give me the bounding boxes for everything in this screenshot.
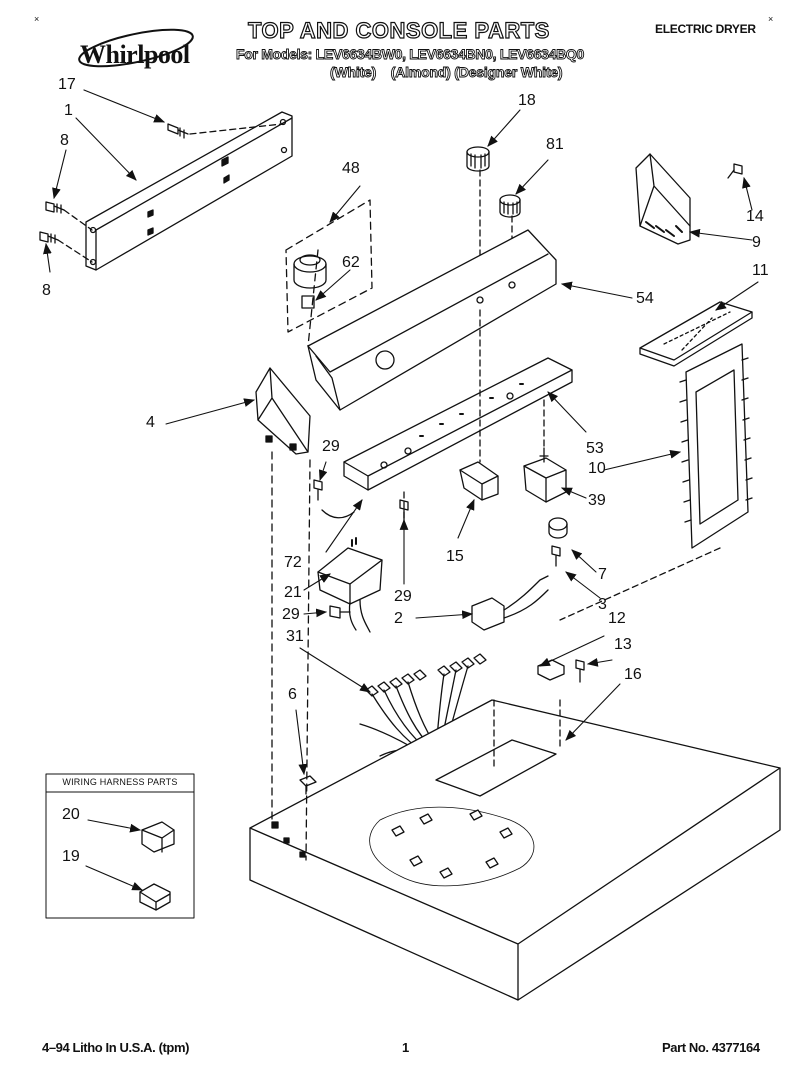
callout-53: 53 <box>586 440 604 457</box>
footer-litho: 4–94 Litho In U.S.A. (tpm) <box>42 1040 190 1055</box>
part-3-screw <box>551 545 561 567</box>
callout-81: 81 <box>546 136 564 153</box>
part-53-console-rail <box>343 357 573 491</box>
part-20-connector <box>141 821 175 853</box>
callout-19: 19 <box>62 848 80 865</box>
callout-1: 1 <box>64 102 73 119</box>
callout-8-lower: 8 <box>42 282 51 299</box>
callout-15: 15 <box>446 548 464 565</box>
callout-16: 16 <box>624 666 642 683</box>
callout-4: 4 <box>146 414 155 431</box>
whirlpool-logo: Whirlpool <box>74 26 214 76</box>
part-16-top <box>249 699 781 1001</box>
part-19-connector <box>139 883 171 911</box>
logo-wordmark: Whirlpool <box>80 40 190 69</box>
part-48-group-box <box>285 199 373 333</box>
part-1-bracket <box>85 111 293 271</box>
callout-31: 31 <box>286 628 304 645</box>
part-8-screw-upper <box>45 201 65 214</box>
part-81-knob <box>499 194 521 218</box>
callout-72: 72 <box>284 554 302 571</box>
footer-page-number: 1 <box>402 1040 409 1055</box>
callout-48: 48 <box>342 160 360 177</box>
callout-29-low: 29 <box>282 606 300 623</box>
crop-mark-top-right: × <box>768 14 774 24</box>
part-29-screw-a <box>313 479 323 501</box>
part-21-timer <box>317 537 383 605</box>
part-8-screw-lower <box>39 231 59 244</box>
footer-part-number: Part No. 4377164 <box>662 1040 760 1055</box>
part-31-harness <box>359 653 487 771</box>
callout-12: 12 <box>608 610 626 627</box>
part-15-switch <box>459 461 499 501</box>
page-title: TOP AND CONSOLE PARTS <box>247 17 550 43</box>
callout-11: 11 <box>752 262 769 279</box>
logo-swoosh-icon <box>78 28 194 68</box>
part-13-screw <box>575 659 585 683</box>
part-18-knob <box>466 146 490 172</box>
part-12-clip <box>537 659 565 681</box>
callout-17: 17 <box>58 76 76 93</box>
part-7-knob-adapter <box>548 517 568 539</box>
callout-7: 7 <box>598 566 607 583</box>
part-6-clip <box>299 775 317 795</box>
callout-9: 9 <box>752 234 761 251</box>
harness-box-frame <box>45 773 195 919</box>
colors-line: (White) (Almond) (Designer White) <box>330 64 563 81</box>
callout-3: 3 <box>598 596 607 613</box>
callout-21: 21 <box>284 584 302 601</box>
callout-18: 18 <box>518 92 536 109</box>
callout-2: 2 <box>394 610 403 627</box>
callout-29-top: 29 <box>322 438 340 455</box>
part-39-switch <box>523 447 567 503</box>
callout-14: 14 <box>746 208 764 225</box>
callout-29-mid: 29 <box>394 588 412 605</box>
harness-box-title: WIRING HARNESS PARTS <box>62 777 178 787</box>
callout-8-upper: 8 <box>60 132 69 149</box>
part-4-end-cap <box>255 367 311 455</box>
part-17-screw <box>167 123 189 139</box>
part-54-console-panel <box>307 229 557 411</box>
callout-10: 10 <box>588 460 606 477</box>
part-10-switch-housing <box>679 343 753 549</box>
callout-54: 54 <box>636 290 654 307</box>
part-11-lens <box>639 301 753 367</box>
callout-13: 13 <box>614 636 632 653</box>
part-62-knob <box>293 254 327 309</box>
part-29-screw-c <box>329 605 351 619</box>
callout-39: 39 <box>588 492 606 509</box>
part-14-screw <box>727 163 743 179</box>
callout-6: 6 <box>288 686 297 703</box>
crop-mark-top-left: × <box>34 14 40 24</box>
leader-arrows <box>43 89 759 891</box>
part-9-end-cap <box>635 153 691 245</box>
product-type: ELECTRIC DRYER <box>655 22 756 36</box>
callout-62: 62 <box>342 254 360 271</box>
part-2-connector <box>471 575 549 631</box>
callout-20: 20 <box>62 806 80 823</box>
models-line: For Models: LEV6634BW0, LEV6634BN0, LEV6… <box>236 46 585 63</box>
